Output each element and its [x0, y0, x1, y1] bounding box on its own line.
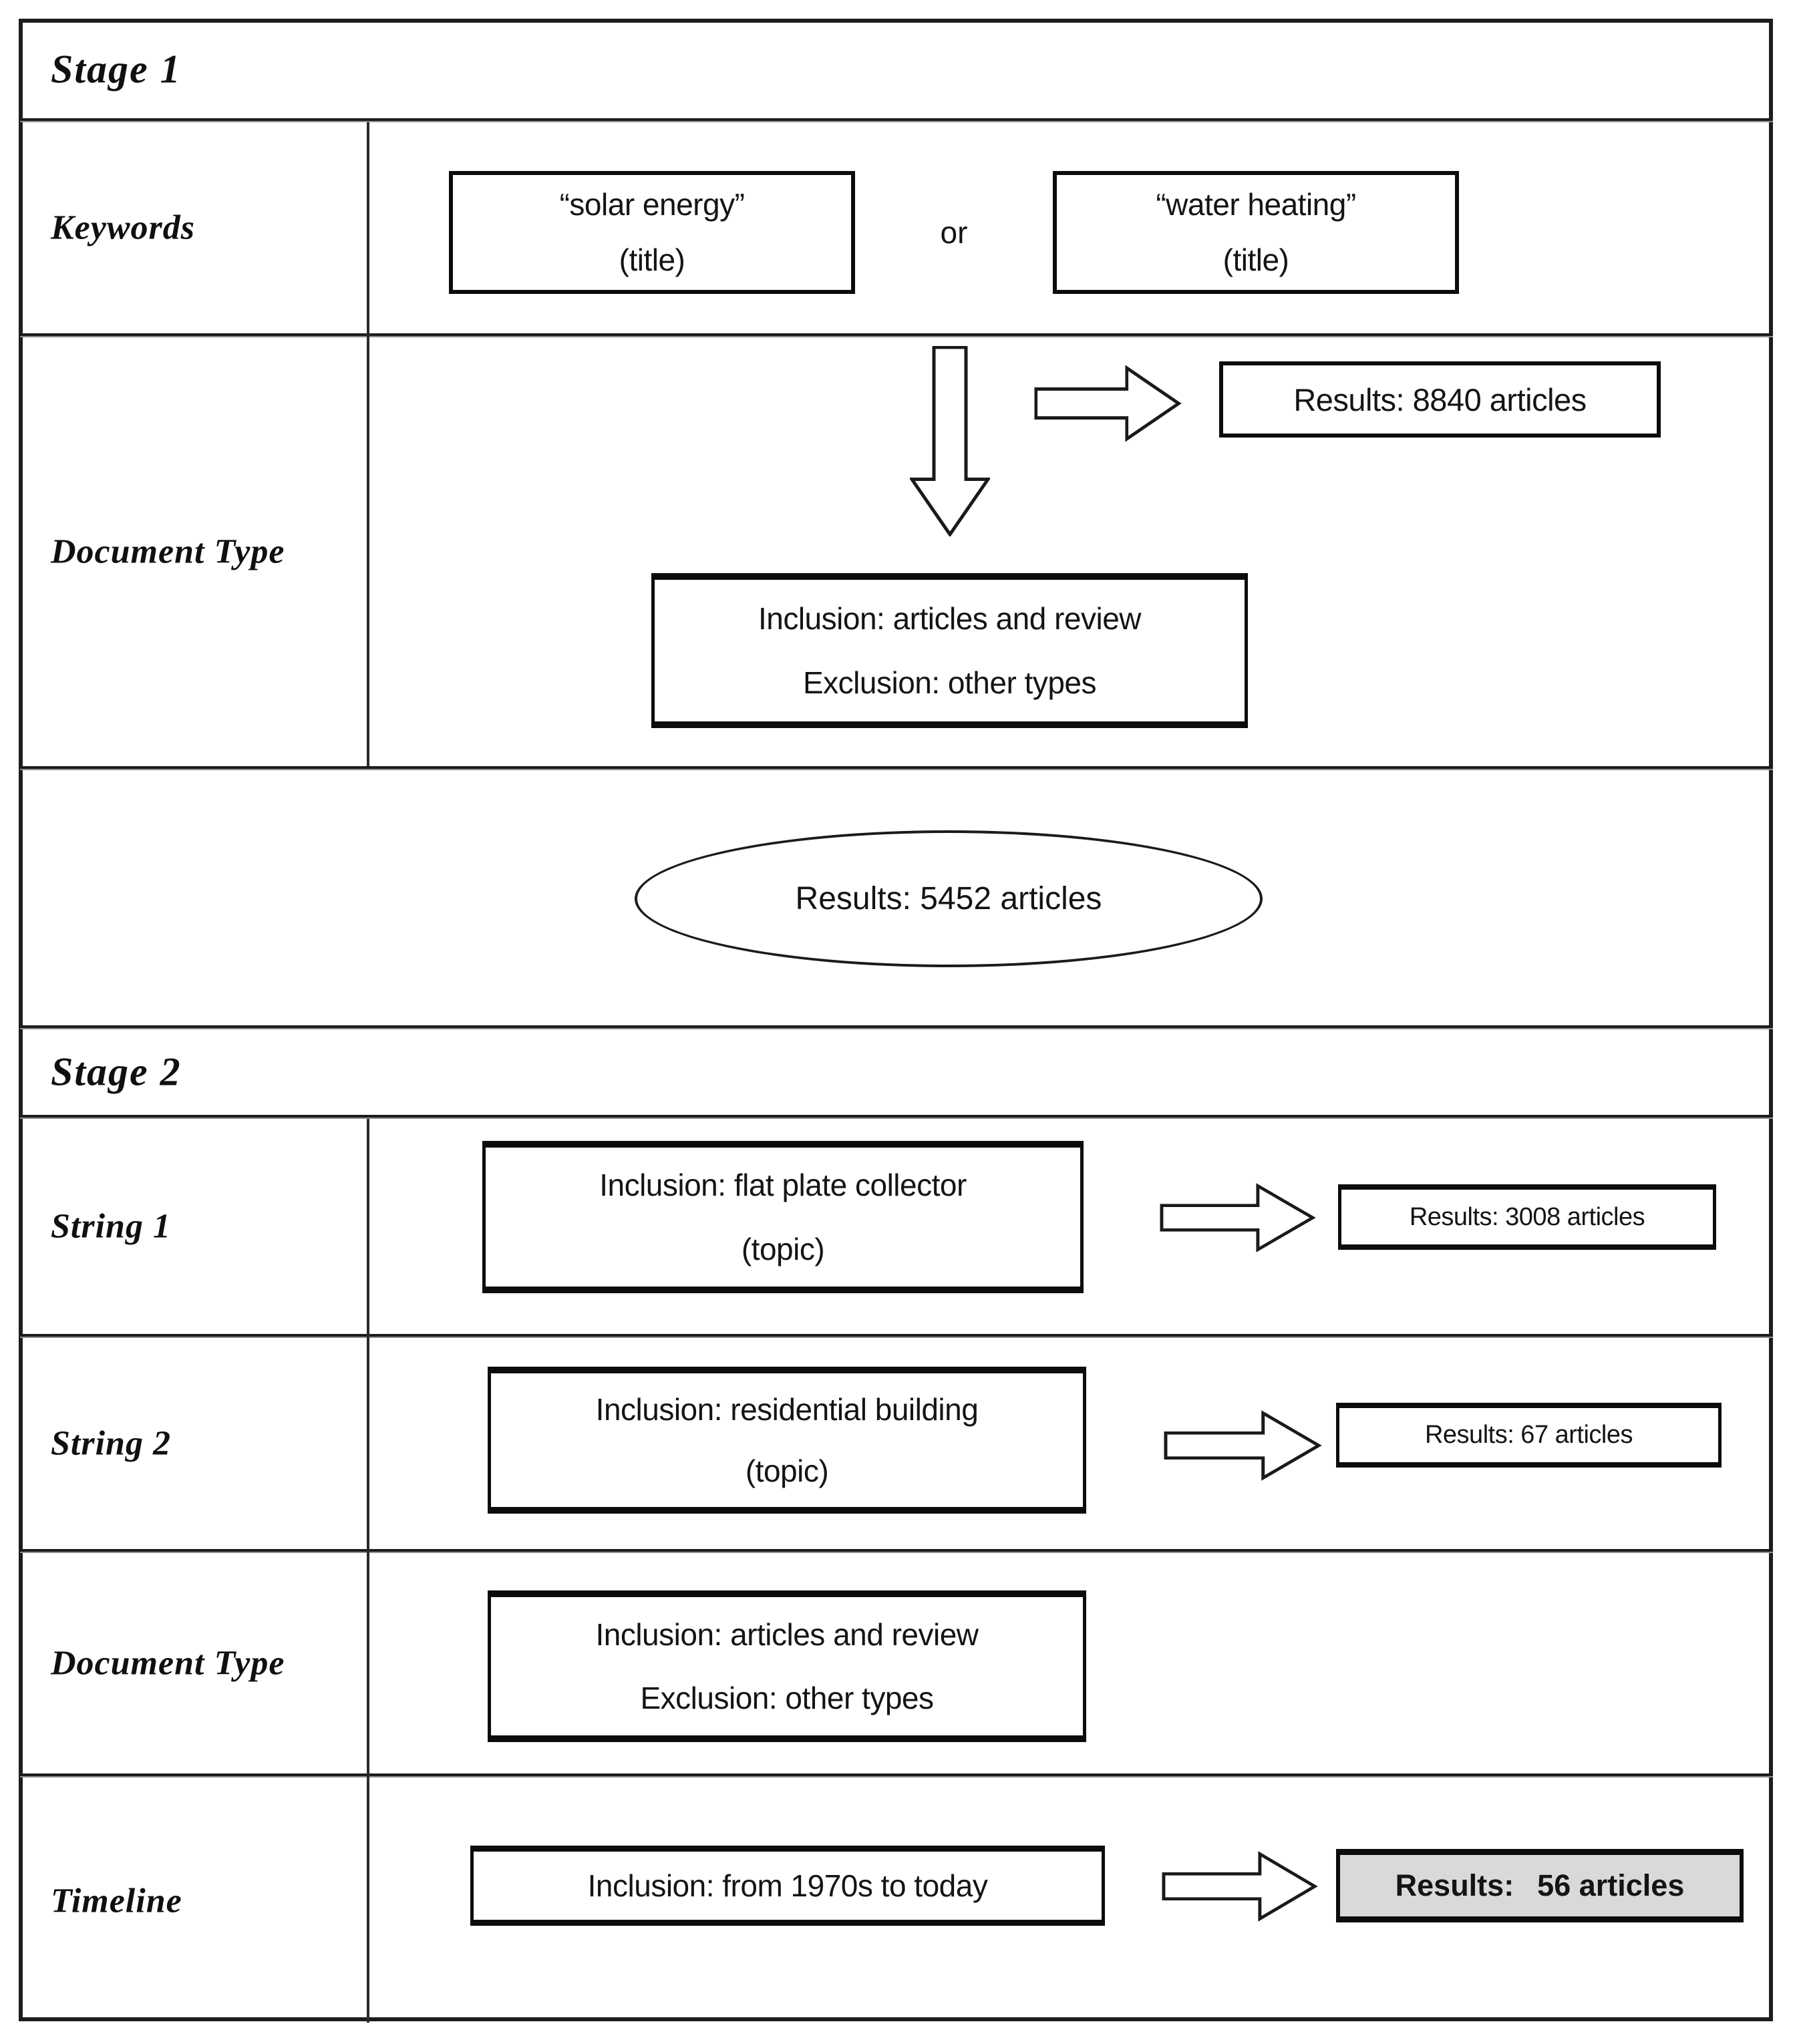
right-arrow-icon-results-3008	[1160, 1181, 1317, 1254]
results-box-67: Results: 67 articles	[1336, 1403, 1722, 1468]
keyword-text: “solar energy”	[559, 187, 745, 222]
stage2-header-label: Stage 2	[51, 1049, 182, 1094]
right-arrow-icon-results-56	[1162, 1849, 1319, 1924]
row-separator	[20, 766, 1773, 770]
string1-criteria-box: Inclusion: flat plate collector (topic)	[482, 1141, 1084, 1293]
column-separator	[367, 1119, 369, 2023]
search-field: (topic)	[745, 1454, 829, 1488]
keyword-box-water-heating: “water heating” (title)	[1053, 171, 1459, 294]
row-separator	[20, 1025, 1773, 1029]
right-arrow-icon-results-67	[1164, 1408, 1323, 1483]
document-type-criteria-box-2: Inclusion: articles and review Exclusion…	[488, 1590, 1086, 1742]
timeline-criteria-box: Inclusion: from 1970s to today	[470, 1846, 1105, 1926]
results-text: Results: 56 articles	[1395, 1868, 1685, 1902]
exclusion-text: Exclusion: other types	[640, 1681, 934, 1716]
search-field: (topic)	[741, 1232, 825, 1266]
or-operator-label: or	[940, 215, 968, 250]
inclusion-text: Inclusion: from 1970s to today	[587, 1868, 988, 1903]
string2-criteria-box: Inclusion: residential building (topic)	[488, 1367, 1086, 1514]
document-type-criteria-box-1: Inclusion: articles and review Exclusion…	[651, 573, 1248, 728]
table-outer-border	[19, 19, 1773, 2021]
keyword-box-solar-energy: “solar energy” (title)	[449, 171, 855, 294]
results-ellipse-5452: Results: 5452 articles	[635, 830, 1263, 967]
right-arrow-icon-results-8840	[1034, 364, 1182, 443]
inclusion-text: Inclusion: articles and review	[595, 1616, 979, 1652]
row-label-string-2: String 2	[51, 1424, 171, 1463]
stage1-header-label: Stage 1	[51, 47, 182, 92]
down-arrow-icon	[910, 346, 990, 536]
row-label-timeline: Timeline	[51, 1882, 182, 1920]
results-box-56-final: Results: 56 articles	[1336, 1849, 1744, 1922]
row-separator	[20, 118, 1773, 122]
exclusion-text: Exclusion: other types	[802, 665, 1097, 700]
inclusion-text: Inclusion: residential building	[595, 1392, 979, 1427]
results-text: Results: 5452 articles	[795, 881, 1102, 916]
results-text: Results: 8840 articles	[1293, 381, 1587, 417]
results-text: Results: 67 articles	[1424, 1421, 1633, 1449]
row-separator	[20, 1549, 1773, 1553]
row-label-document-type-2: Document Type	[51, 1644, 285, 1683]
row-separator	[20, 1334, 1773, 1338]
row-separator	[20, 1773, 1773, 1777]
inclusion-text: Inclusion: articles and review	[758, 601, 1142, 636]
results-text: Results: 3008 articles	[1409, 1202, 1645, 1231]
row-label-string-1: String 1	[51, 1207, 171, 1246]
keyword-field: (title)	[1222, 242, 1289, 277]
row-separator	[20, 1115, 1773, 1119]
row-label-document-type-1: Document Type	[51, 532, 285, 571]
column-separator	[367, 122, 369, 766]
results-box-3008: Results: 3008 articles	[1338, 1184, 1716, 1250]
keyword-field: (title)	[619, 242, 685, 277]
row-label-keywords: Keywords	[51, 208, 195, 247]
inclusion-text: Inclusion: flat plate collector	[599, 1168, 967, 1202]
row-separator	[20, 333, 1773, 337]
keyword-text: “water heating”	[1156, 187, 1356, 222]
results-box-8840: Results: 8840 articles	[1219, 361, 1661, 438]
